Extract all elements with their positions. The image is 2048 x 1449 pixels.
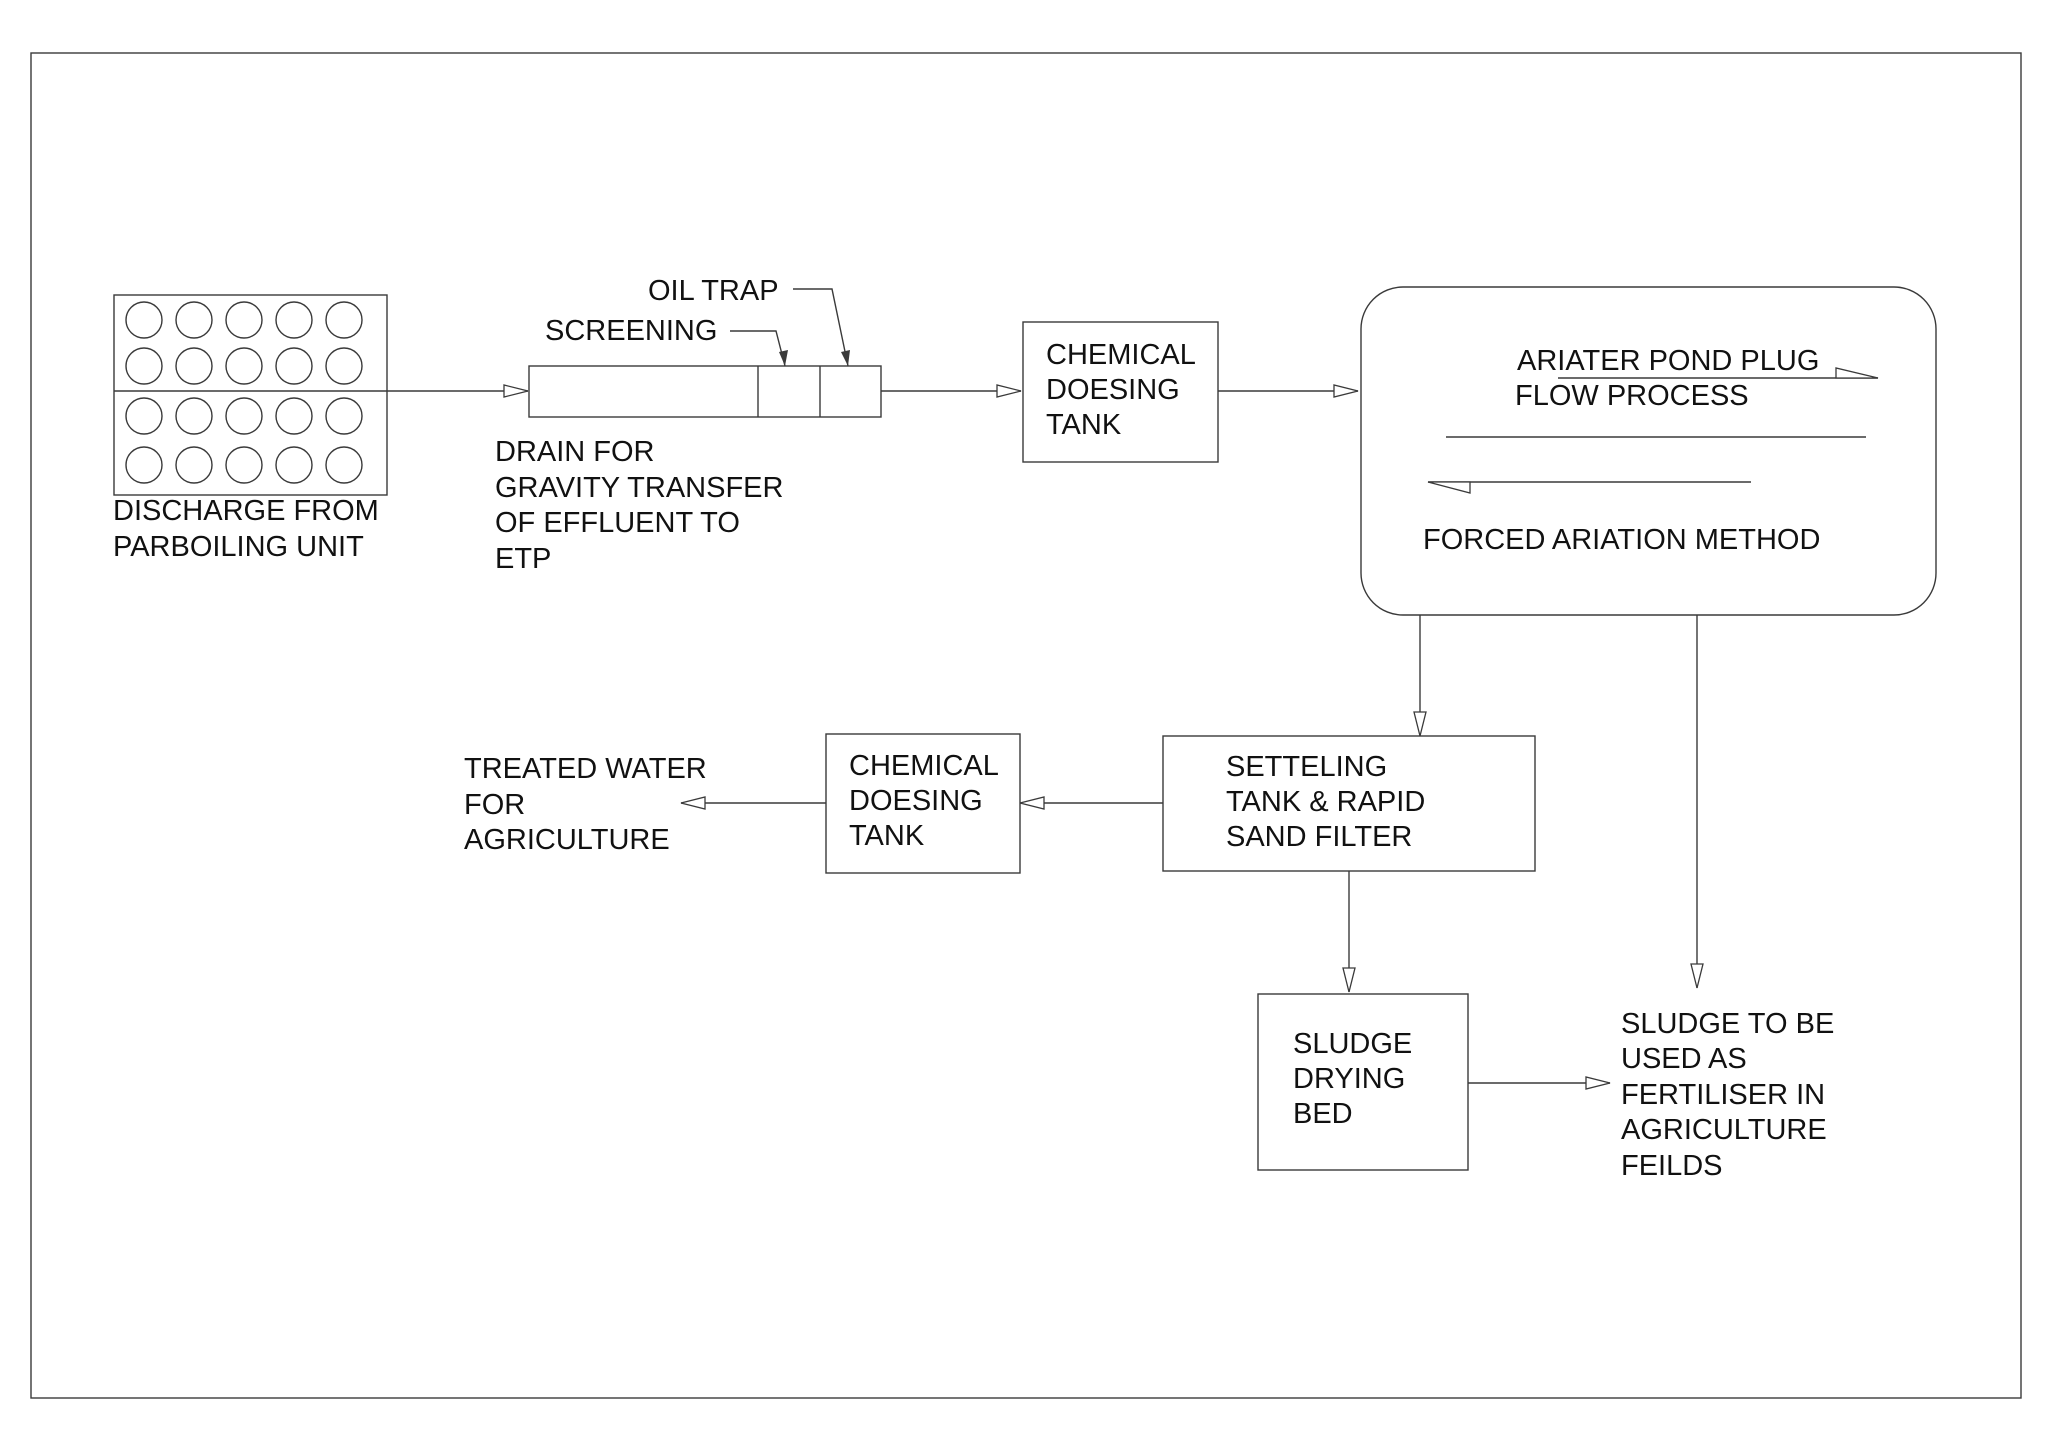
oil-trap-leader-tip <box>841 350 850 366</box>
sludge-bed-label-line: DRYING <box>1293 1063 1405 1095</box>
chemical-dosing-tank-2 <box>825 733 1021 874</box>
parboiling-unit-circle <box>175 347 213 385</box>
settling-label: SETTELING TANK & RAPID SAND FILTER <box>1226 751 1433 853</box>
sludge-use-label-line: AGRICULTURE <box>1621 1114 1827 1146</box>
drain-label-line: ETP <box>495 543 551 575</box>
pond-top-label: ARIATER POND PLUG FLOW PROCESS <box>1515 345 1827 412</box>
oil-trap-label: OIL TRAP <box>648 275 779 307</box>
parboiling-unit-circle <box>225 397 263 435</box>
pond-top-label-line: ARIATER POND PLUG <box>1517 345 1819 377</box>
drain-label-line: OF EFFLUENT TO <box>495 507 740 539</box>
discharge-label-line: DISCHARGE FROM <box>113 495 379 527</box>
arrowhead-to-dosing <box>996 384 1022 398</box>
oil-trap-leader <box>793 288 849 367</box>
arrowhead-to-settling <box>1413 711 1427 737</box>
sludge-use-label-line: SLUDGE TO BE <box>1621 1008 1834 1040</box>
parboiling-unit-circle <box>325 301 363 339</box>
parboiling-unit-circle <box>225 301 263 339</box>
pond-bottom-label: FORCED ARIATION METHOD <box>1423 524 1820 556</box>
treated-water-label-line: TREATED WATER <box>464 753 707 785</box>
chemical-dosing-1-label-line: DOESING <box>1046 374 1180 406</box>
parboiling-unit-box <box>113 294 388 496</box>
sludge-use-label: SLUDGE TO BE USED AS FERTILISER IN AGRIC… <box>1621 1008 1842 1182</box>
parboiling-unit-circle <box>275 347 313 385</box>
parboiling-unit-circle <box>125 301 163 339</box>
parboiling-unit-circles <box>125 301 363 484</box>
settling-label-line: TANK & RAPID <box>1226 786 1425 818</box>
chemical-dosing-2-label-line: TANK <box>849 820 925 852</box>
pond-top-label-line: FLOW PROCESS <box>1515 380 1749 412</box>
parboiling-unit-circle <box>225 446 263 484</box>
arrowhead-to-treated-water <box>680 796 706 810</box>
arrowheads <box>503 384 1704 1090</box>
pond-flow-arrowhead-left <box>1427 481 1471 494</box>
drain-channel <box>528 288 882 418</box>
chemical-dosing-2-label: CHEMICAL DOESING TANK <box>849 750 1006 852</box>
drain-label-line: DRAIN FOR <box>495 436 655 468</box>
pond-flow-arrowhead-right <box>1835 367 1879 379</box>
screening-leader <box>730 330 786 367</box>
treated-water-label: TREATED WATER FOR AGRICULTURE <box>464 753 715 856</box>
parboiling-unit-circle <box>125 446 163 484</box>
aerated-pond <box>1360 286 1937 616</box>
arrowhead-to-drain <box>503 384 529 398</box>
settling-label-line: SAND FILTER <box>1226 821 1412 853</box>
parboiling-unit-circle <box>175 446 213 484</box>
sludge-use-label-line: USED AS <box>1621 1043 1747 1075</box>
parboiling-unit-circle <box>175 301 213 339</box>
arrowhead-to-sludge-use <box>1690 963 1704 989</box>
drain-label-line: GRAVITY TRANSFER <box>495 472 783 504</box>
discharge-label-line: PARBOILING UNIT <box>113 531 364 563</box>
sludge-use-label-line: FERTILISER IN <box>1621 1079 1825 1111</box>
parboiling-unit-circle <box>125 397 163 435</box>
connection-lines <box>114 390 1698 1084</box>
parboiling-unit-circle <box>275 397 313 435</box>
drain-label: DRAIN FOR GRAVITY TRANSFER OF EFFLUENT T… <box>495 436 792 575</box>
screening-label: SCREENING <box>545 315 717 347</box>
treated-water-label-line: AGRICULTURE <box>464 824 670 856</box>
arrowhead-to-pond <box>1333 384 1359 398</box>
arrowhead-to-sludge-use-2 <box>1585 1076 1611 1090</box>
chemical-dosing-2-label-line: CHEMICAL <box>849 750 999 782</box>
parboiling-unit-circle <box>275 301 313 339</box>
treated-water-label-line: FOR <box>464 789 525 821</box>
discharge-label: DISCHARGE FROM PARBOILING UNIT <box>113 495 387 563</box>
arrowhead-to-dosing2 <box>1019 796 1045 810</box>
chemical-dosing-1-label: CHEMICAL DOESING TANK <box>1046 339 1203 441</box>
settling-label-line: SETTELING <box>1226 751 1387 783</box>
chemical-dosing-1-label-line: TANK <box>1046 409 1122 441</box>
sludge-bed-label-line: SLUDGE <box>1293 1028 1412 1060</box>
parboiling-unit-circle <box>125 347 163 385</box>
parboiling-unit-circle <box>225 347 263 385</box>
screening-leader-tip <box>779 350 788 366</box>
chemical-dosing-2-label-line: DOESING <box>849 785 983 817</box>
parboiling-unit-circle <box>325 347 363 385</box>
settling-tank <box>1162 735 1536 872</box>
parboiling-unit <box>113 294 388 496</box>
arrowhead-to-sludge-bed <box>1342 967 1356 993</box>
sludge-bed-label: SLUDGE DRYING BED <box>1293 1028 1420 1130</box>
chemical-dosing-1-label-line: CHEMICAL <box>1046 339 1196 371</box>
parboiling-unit-circle <box>175 397 213 435</box>
sludge-bed-label-line: BED <box>1293 1098 1353 1130</box>
sludge-drying-bed <box>1257 993 1469 1171</box>
parboiling-unit-circle <box>325 397 363 435</box>
drain-box <box>528 365 882 418</box>
chemical-dosing-tank-1 <box>1022 321 1219 463</box>
sludge-use-label-line: FEILDS <box>1621 1150 1723 1182</box>
parboiling-unit-circle <box>275 446 313 484</box>
aerated-pond-box <box>1360 286 1937 616</box>
parboiling-unit-circle <box>325 446 363 484</box>
drawing-frame <box>30 52 2022 1399</box>
